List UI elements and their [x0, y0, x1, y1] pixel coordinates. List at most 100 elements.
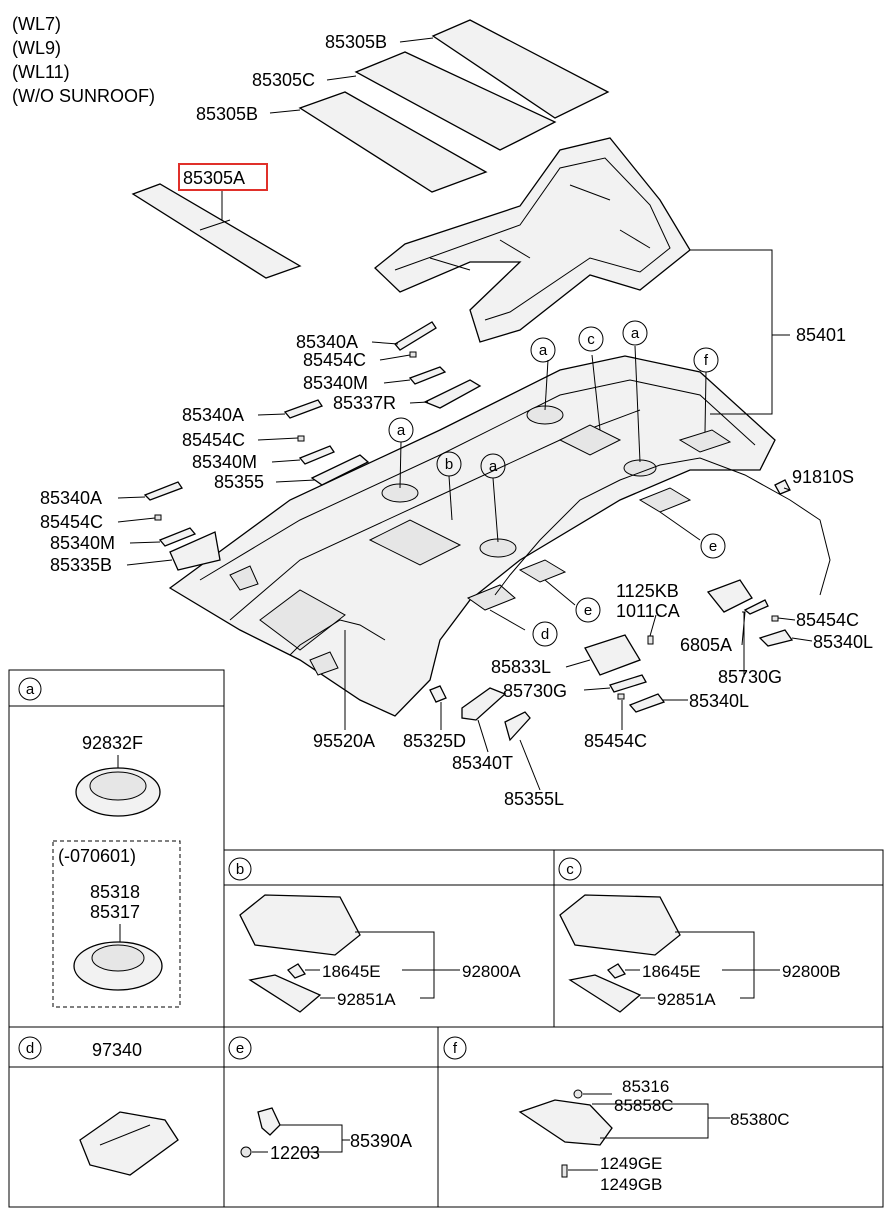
pad-85305b-top[interactable]: [431, 19, 610, 119]
bolt-1249ge[interactable]: [561, 1164, 568, 1178]
panel-a: a 92832F (-070601) 85318 85317: [8, 669, 225, 1028]
screw-12203[interactable]: [240, 1146, 252, 1158]
label-85335b: 85335B: [50, 555, 112, 575]
part-85454c-1[interactable]: [409, 351, 417, 358]
part-85325d[interactable]: [429, 685, 447, 703]
part-85730g-l[interactable]: [609, 674, 647, 693]
panel-a-part-92832f: 92832F: [82, 733, 143, 753]
marker-b[interactable]: b: [436, 451, 462, 477]
callout-labels: 85305B 85305C 85305B 85305A 85401 85340A…: [40, 32, 873, 809]
part-85340m-1[interactable]: [408, 366, 447, 385]
pad-85305c[interactable]: [354, 51, 557, 151]
label-85325d: 85325D: [403, 731, 466, 751]
part-85340a-1[interactable]: [394, 321, 437, 351]
panel-b-bulb: 18645E: [322, 962, 381, 981]
headliner-main[interactable]: [168, 355, 831, 717]
bulb-18645e-b[interactable]: [286, 963, 307, 979]
panel-e-tag: e: [228, 1036, 252, 1060]
part-91810s-connector[interactable]: [774, 479, 791, 495]
part-1125kb[interactable]: [647, 635, 654, 645]
part-6805a[interactable]: [706, 579, 753, 613]
panel-e-assy: 85390A: [350, 1131, 412, 1151]
label-85305a[interactable]: 85305A: [183, 168, 245, 188]
part-85340l-r[interactable]: [758, 629, 794, 647]
small-parts-right: [429, 479, 794, 742]
svg-text:b: b: [445, 456, 453, 473]
part-85340a-2[interactable]: [283, 399, 323, 419]
part-85340m-3[interactable]: [158, 527, 197, 547]
label-85340m-3: 85340M: [50, 533, 115, 553]
panel-a-tag: a: [18, 677, 42, 701]
part-85454c-2[interactable]: [297, 435, 305, 442]
marker-a-4[interactable]: a: [480, 453, 506, 479]
part-85833l[interactable]: [584, 634, 641, 676]
bulb-18645e-c[interactable]: [606, 963, 627, 979]
retainer-85390a[interactable]: [257, 1107, 281, 1136]
panel-d: d 97340: [8, 1026, 225, 1208]
reference-markers: a c a f a b a e e d: [388, 320, 726, 647]
marker-a-1[interactable]: a: [530, 337, 556, 363]
lamp-97340[interactable]: [79, 1111, 179, 1176]
svg-text:c: c: [566, 861, 574, 878]
label-95520a: 95520A: [313, 731, 375, 751]
panel-a-part-85318: 85318: [90, 882, 140, 902]
marker-e-2[interactable]: e: [575, 597, 601, 623]
map-lamp-92800a[interactable]: [239, 894, 361, 956]
svg-text:a: a: [489, 458, 498, 475]
label-85305c: 85305C: [252, 70, 315, 90]
panel-f-part-85858c: 85858C: [614, 1096, 674, 1115]
panel-c-lens: 92851A: [657, 990, 716, 1009]
label-85454c-b: 85454C: [584, 731, 647, 751]
svg-text:a: a: [397, 422, 406, 439]
part-85340a-3[interactable]: [143, 481, 183, 501]
variant-wl7: (WL7): [12, 14, 61, 34]
label-85454c-3: 85454C: [40, 512, 103, 532]
svg-text:d: d: [541, 626, 549, 643]
marker-a-3[interactable]: a: [388, 417, 414, 443]
marker-a-2[interactable]: a: [622, 320, 648, 346]
part-85340t[interactable]: [461, 687, 507, 721]
marker-d[interactable]: d: [532, 621, 558, 647]
part-85730g-r[interactable]: [743, 599, 769, 615]
part-85335b[interactable]: [169, 531, 221, 571]
svg-text:e: e: [584, 602, 592, 619]
label-1011ca: 1011CA: [616, 601, 680, 621]
label-91810s: 91810S: [792, 467, 854, 487]
clip-85316[interactable]: [573, 1089, 583, 1099]
svg-text:c: c: [587, 331, 595, 348]
marker-c-1[interactable]: c: [578, 326, 604, 352]
part-85340m-2[interactable]: [298, 445, 335, 465]
label-85340a-2: 85340A: [182, 405, 244, 425]
pad-85305a[interactable]: [131, 183, 302, 279]
lens-92851a-c[interactable]: [568, 974, 642, 1013]
panel-a-part-85317: 85317: [90, 902, 140, 922]
part-85454c-3[interactable]: [154, 514, 162, 521]
panel-d-part: 97340: [92, 1040, 142, 1060]
panel-e: e 12203 85390A: [223, 1026, 439, 1208]
variant-wl9: (WL9): [12, 38, 61, 58]
panel-b-lens: 92851A: [337, 990, 396, 1009]
pad-85305b-bottom[interactable]: [298, 91, 488, 193]
lamp-85380c[interactable]: [518, 1099, 613, 1146]
roof-frame-85401[interactable]: [374, 137, 691, 343]
label-85355: 85355: [214, 472, 264, 492]
part-85454c-b[interactable]: [617, 693, 625, 700]
label-85730g-r: 85730G: [718, 667, 782, 687]
panel-f-assy: 85380C: [730, 1110, 790, 1129]
part-85340l-b[interactable]: [628, 693, 666, 713]
map-lamp-92800b[interactable]: [559, 894, 681, 956]
variant-wl11: (WL11): [12, 62, 70, 82]
label-6805a: 6805A: [680, 635, 732, 655]
panel-f-bolt-1249gb: 1249GB: [600, 1175, 662, 1194]
lens-92851a-b[interactable]: [248, 974, 322, 1013]
marker-e-1[interactable]: e: [700, 533, 726, 559]
part-85355l[interactable]: [504, 711, 531, 742]
label-85337r: 85337R: [333, 393, 396, 413]
insulation-pads: [131, 19, 610, 279]
label-85340a-3: 85340A: [40, 488, 102, 508]
part-85454c-r[interactable]: [771, 615, 779, 622]
part-85337r[interactable]: [423, 379, 482, 409]
part-85355[interactable]: [310, 454, 370, 486]
marker-f[interactable]: f: [693, 347, 719, 373]
